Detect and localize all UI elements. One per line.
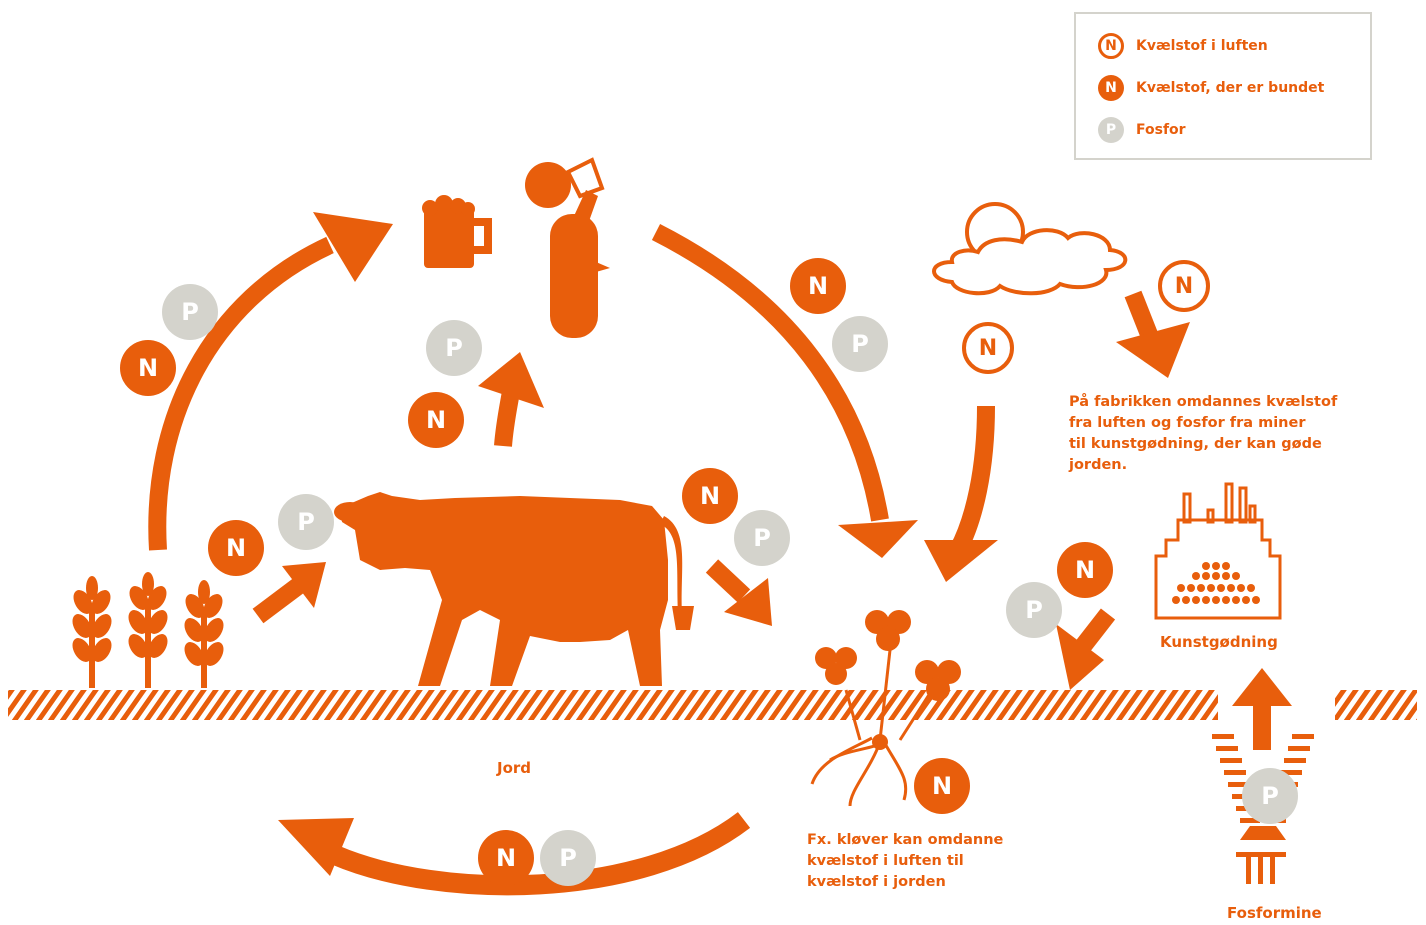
caption-line: Fx. kløver kan omdanne [807, 832, 1004, 848]
arc-arrow-bottom [278, 812, 751, 896]
caption-line: kvælstof i luften til [807, 853, 964, 869]
clover-icon [810, 610, 961, 807]
soil-line [8, 690, 1417, 720]
factory-caption: På fabrikken omdannes kvælstof fra lufte… [1069, 392, 1337, 476]
arrow-cloud-to-soil [924, 405, 998, 582]
factory-icon [1154, 482, 1282, 620]
caption-line: jorden. [1069, 457, 1128, 473]
arrow-mine-to-factory [1232, 668, 1292, 750]
phosphor-icon: P [832, 316, 888, 372]
phosphor-icon: P [1242, 768, 1298, 824]
legend: N Kvælstof i luften N Kvælstof, der er b… [1074, 12, 1372, 160]
phosphor-icon: P [734, 510, 790, 566]
nitrogen-bound-icon: N [120, 340, 176, 396]
fertilizer-label: Kunstgødning [1160, 633, 1278, 651]
caption-line: til kunstgødning, der kan gøde [1069, 436, 1322, 452]
arrow-grain-to-cow [252, 562, 326, 624]
phosphor-icon: P [1098, 117, 1124, 143]
arc-arrow-grain-to-beer [148, 212, 393, 551]
legend-item-phosphor: P Fosfor [1098, 116, 1186, 144]
legend-item-bound-nitrogen: N Kvælstof, der er bundet [1098, 74, 1324, 102]
nitrogen-bound-icon: N [1057, 542, 1113, 598]
nitrogen-air-icon: N [1098, 33, 1124, 59]
arrow-cow-to-soil [705, 559, 772, 626]
nitrogen-bound-icon: N [914, 758, 970, 814]
person-drinking-icon [525, 157, 610, 338]
nitrogen-bound-icon: N [1098, 75, 1124, 101]
legend-item-air-nitrogen: N Kvælstof i luften [1098, 32, 1268, 60]
nitrogen-bound-icon: N [208, 520, 264, 576]
nitrogen-bound-icon: N [682, 468, 738, 524]
legend-label: Kvælstof, der er bundet [1136, 80, 1325, 96]
clover-caption: Fx. kløver kan omdanne kvælstof i luften… [807, 830, 1003, 893]
nitrogen-bound-icon: N [408, 392, 464, 448]
nitrogen-bound-icon: N [478, 830, 534, 886]
nitrogen-bound-icon: N [790, 258, 846, 314]
cow-icon [334, 492, 694, 686]
caption-line: På fabrikken omdannes kvælstof [1069, 394, 1338, 410]
caption-line: kvælstof i jorden [807, 874, 946, 890]
legend-label: Kvælstof i luften [1136, 38, 1268, 54]
nitrogen-air-icon: N [962, 322, 1014, 374]
phosphor-icon: P [426, 320, 482, 376]
phosphor-icon: P [1006, 582, 1062, 638]
phosphor-icon: P [540, 830, 596, 886]
nitrogen-air-icon: N [1158, 260, 1210, 312]
arrow-cloud-to-factory [1116, 290, 1190, 378]
arc-arrow-person-to-soil [651, 223, 918, 558]
caption-line: fra luften og fosfor fra miner [1069, 415, 1306, 431]
mine-label: Fosformine [1227, 904, 1322, 922]
phosphor-icon: P [278, 494, 334, 550]
arrow-factory-to-soil [1056, 608, 1116, 690]
grain-icon [72, 572, 224, 688]
cloud-icon [932, 228, 1128, 296]
beer-mug-icon [422, 195, 492, 268]
arrow-cow-to-person [478, 352, 544, 447]
soil-label: Jord [497, 759, 532, 777]
phosphor-icon: P [162, 284, 218, 340]
legend-label: Fosfor [1136, 122, 1186, 138]
